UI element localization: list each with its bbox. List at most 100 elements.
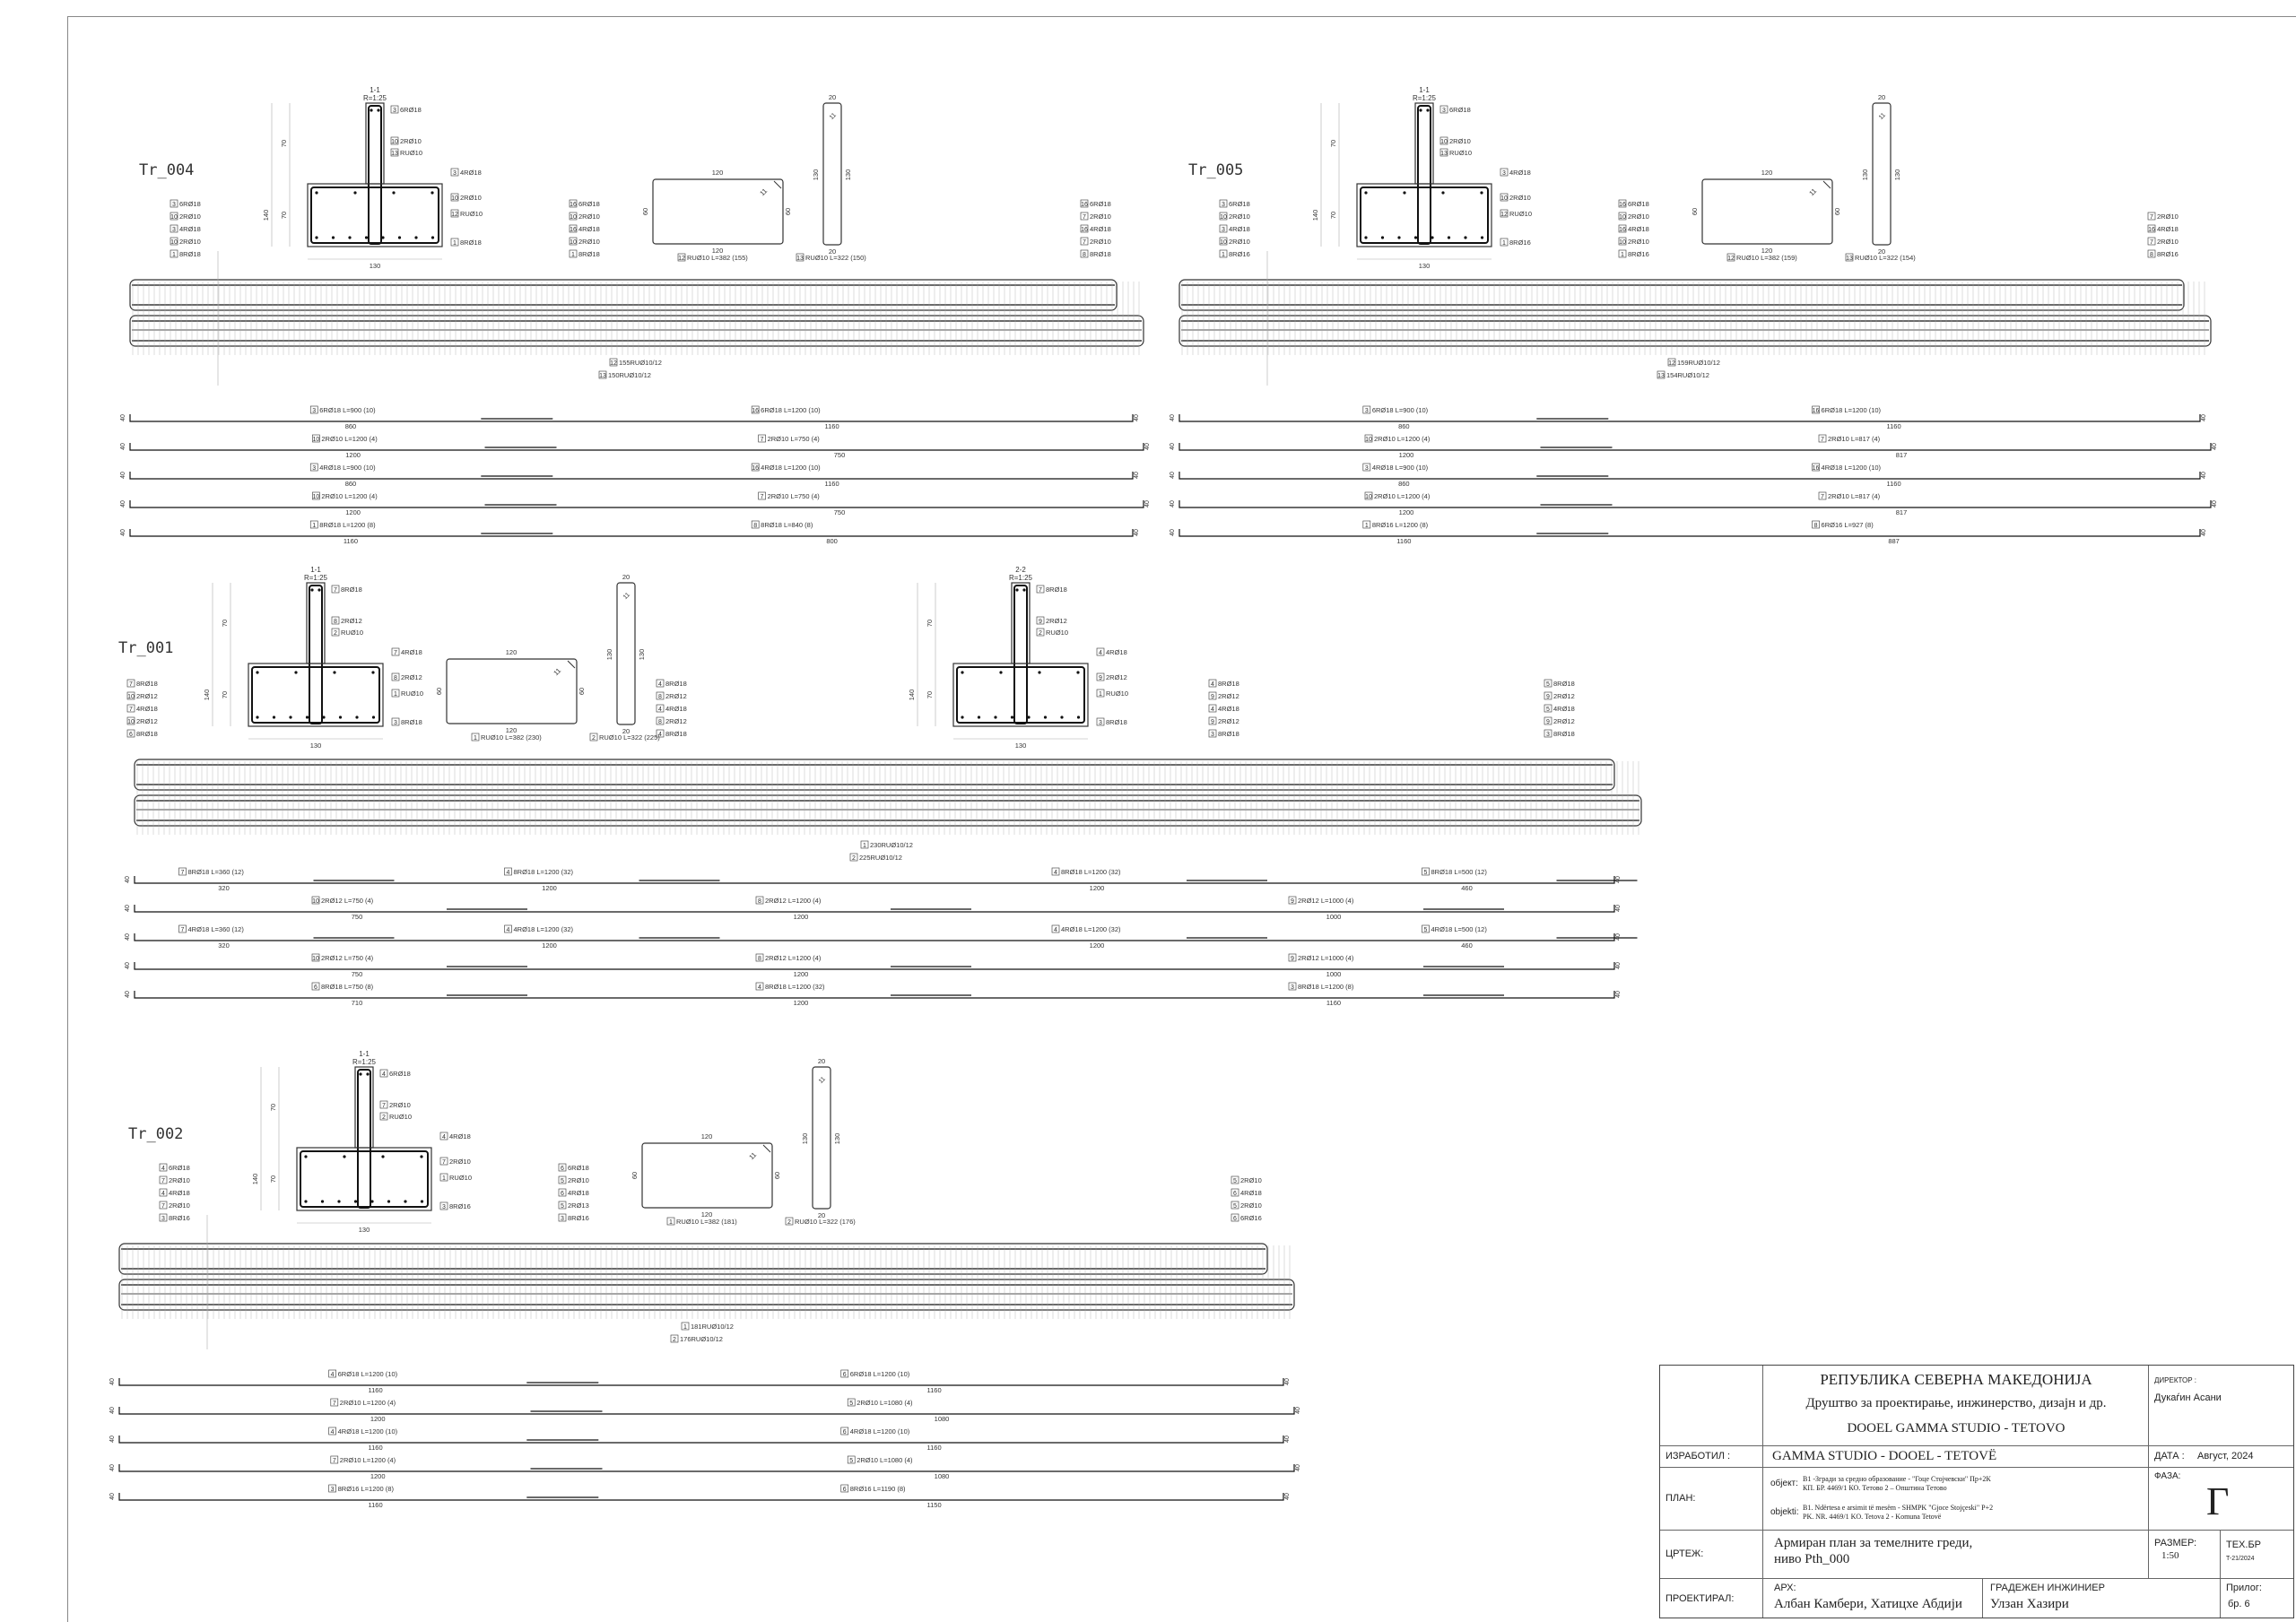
- beam-tr005-right-label-num: 8: [2150, 252, 2153, 258]
- beam-tr004-bar-hook: 40: [1134, 472, 1140, 479]
- beam-tr002-stirrup-narrow-top: 20: [818, 1057, 825, 1065]
- beam-tr004-section-section-scale: R=1:25: [363, 94, 387, 102]
- beam-tr002-bar-row: [118, 1493, 1284, 1501]
- beam-tr005-bar-right-box: [1812, 520, 1820, 529]
- beam-tr005-stirrup-large-label-box: [1726, 253, 1735, 262]
- beam-tr002-bar-left-num: 7: [333, 1401, 336, 1407]
- beam-tr004-bar-left-box: [309, 405, 318, 414]
- beam-tr002-section-label-box: [439, 1132, 448, 1141]
- beam-tr001-section2-dim-top: 70: [926, 620, 934, 627]
- beam-tr001-section1-bottom-bar: [289, 716, 292, 719]
- tb-civil-cell: ГРАДЕЖЕН ИНЖИНИЕР Улзан Хазири: [1983, 1579, 2221, 1618]
- beam-tr002-bar-right-box: [847, 1398, 856, 1407]
- beam-tr001-bar-label-box: [311, 953, 320, 962]
- beam-tr004-stirrup-narrow: [822, 102, 842, 246]
- beam-tr001-bar-label-num: 9: [1291, 898, 1294, 905]
- beam-tr004-bar-left-len: 860: [345, 422, 357, 430]
- beam-tr001-stirrup-note-num: 1: [863, 843, 866, 849]
- beam-tr004-section-label-box: [390, 136, 399, 145]
- beam-tr005-section-web-stirrup: [1417, 105, 1431, 245]
- beam-tr001-bar-label-box: [311, 982, 320, 991]
- beam-tr004-stirrup-large-side: 60: [641, 208, 649, 215]
- beam-tr002-section-label-num: 4: [442, 1134, 446, 1141]
- beam-tr004-section-label-num: 13: [391, 151, 398, 157]
- tb-phase-cell: ФАЗА: Г: [2149, 1468, 2293, 1531]
- beam-tr004-bar-right-box: [758, 491, 766, 500]
- beam-tr004-mid-label-num: 10: [570, 214, 577, 221]
- beam-tr001-section2-bottom-bar: [994, 716, 997, 719]
- beam-tr002-stirrup-note-num: 2: [673, 1337, 676, 1343]
- beam-tr002-section-label-box: [379, 1112, 388, 1121]
- beam-tr004-right-label-num: 7: [1083, 214, 1086, 221]
- beam-tr001-stirrup-large-label: RUØ10 L=382 (230): [481, 733, 542, 742]
- beam-tr005-bar-hook: 40: [2212, 443, 2218, 450]
- beam-tr004-bar-right-num: 16: [752, 465, 759, 472]
- beam-tr004-stirrup-narrow-side: 130: [812, 169, 820, 181]
- beam-tr002-mid-label-num: 3: [561, 1216, 564, 1222]
- beam-tr004-left-label-num: 10: [170, 214, 178, 221]
- beam-tr004-section-label: RUØ10: [400, 149, 422, 157]
- beam-tr001-bar-row: [134, 933, 1615, 941]
- beam-tr005-bar-row: [1178, 443, 2212, 451]
- beam-tr004-section-label-box: [390, 105, 399, 114]
- beam-tr004-section-bottom-bar: [348, 236, 352, 239]
- beam-tr004-bar-hook: 40: [1144, 443, 1151, 450]
- beam-tr004-left-label: 2RØ10: [179, 213, 201, 221]
- beam-tr005-stirrup-large-hook: 11: [1807, 186, 1818, 197]
- beam-tr004-bar-row: [129, 443, 1144, 451]
- beam-tr005-bar-right-num: 16: [1813, 465, 1820, 472]
- tb-annex-no: бр. 6: [2228, 1599, 2250, 1609]
- tb-company: DOOEL GAMMA STUDIO - TETOVO: [1847, 1421, 2066, 1436]
- beam-tr004-bar-right-len: 750: [834, 451, 846, 459]
- beam-tr001-left-label: 4RØ18: [136, 705, 158, 713]
- beam-tr004-bar-hook: 40: [120, 443, 126, 450]
- beam-tr004-section-dim-width: 130: [370, 262, 381, 270]
- beam-tr004-bar-left-len: 1160: [344, 537, 358, 545]
- beam-tr004-stirrup-large-top: 120: [712, 169, 724, 177]
- beam-tr004-right-label-box: [1080, 224, 1089, 233]
- beam-tr002-bar-left-len: 1200: [370, 1415, 386, 1423]
- beam-tr005-section-label: 2RØ10: [1449, 137, 1471, 145]
- beam-tr004-elev-bottom: [129, 315, 1144, 347]
- beam-tr005-bar-right-len: 817: [1896, 508, 1908, 516]
- beam-tr001-section1-top-bar: [294, 671, 298, 674]
- beam-tr005-mid-label-num: 10: [1619, 239, 1626, 246]
- beam-tr004-section-section-label: 1-1: [370, 86, 380, 94]
- beam-tr001-section1-bottom-bar: [338, 716, 343, 719]
- beam-tr004-stirrup-large: [652, 178, 784, 245]
- beam-tr002-bar-right-len: 1160: [927, 1444, 942, 1452]
- beam-tr001-left-label-box: [126, 716, 135, 725]
- beam-tr001-left-label-num: 10: [127, 694, 135, 700]
- beam-tr005-section-label-box: [1500, 193, 1509, 202]
- beam-tr004-mid-label-box: [569, 212, 578, 221]
- beam-tr001-bar-label-box: [311, 896, 320, 905]
- beam-tr001-bar-label-num: 4: [758, 984, 761, 991]
- beam-tr005-stirrup-narrow-label: RUØ10 L=322 (154): [1855, 254, 1916, 262]
- beam-tr002-title: Tr_002: [128, 1125, 183, 1143]
- beam-tr001-bar-label: 2RØ12 L=750 (4): [321, 954, 374, 962]
- beam-tr004-section-top-bar: [315, 191, 318, 195]
- tb-plan-label: ПЛАН:: [1665, 1493, 1696, 1504]
- beam-tr005-bar-hook: 40: [2201, 472, 2207, 479]
- beam-tr004-bar-left-num: 3: [312, 465, 316, 472]
- beam-tr004-bar-right-num: 7: [761, 437, 764, 443]
- beam-tr002-mid-label-box: [558, 1188, 567, 1197]
- beam-tr005-bar-left-len: 860: [1398, 422, 1410, 430]
- beam-tr001-bar-label-box: [755, 982, 764, 991]
- beam-tr005-mid-label-num: 16: [1619, 202, 1626, 208]
- beam-tr001-section1-label-num: 7: [394, 650, 397, 656]
- beam-tr001-bar-label: 8RØ18 L=1200 (32): [1061, 868, 1121, 876]
- beam-tr004-section-label-box: [450, 209, 459, 218]
- beam-tr001-bar-label-num: 4: [507, 927, 510, 933]
- beam-tr002-bar-right: 6RØ18 L=1200 (10): [850, 1370, 910, 1378]
- beam-tr005-bar-right: 2RØ10 L=817 (4): [1828, 435, 1881, 443]
- beam-tr004-section-bottom-bar: [430, 236, 435, 239]
- beam-tr005-section-label-box: [1500, 238, 1509, 247]
- beam-tr004-section-label: 4RØ18: [460, 169, 482, 177]
- beam-tr002-right-label-box: [1231, 1175, 1239, 1184]
- beam-tr005-section-label-num: 1: [1502, 240, 1506, 247]
- tb-director-label: ДИРЕКТОР :: [2154, 1376, 2197, 1384]
- beam-tr004-mid-label-num: 16: [570, 227, 577, 233]
- tb-tech-cell: ТЕХ.БР T-21/2024: [2221, 1531, 2293, 1579]
- beam-tr001-mid2-label-box: [1208, 704, 1217, 713]
